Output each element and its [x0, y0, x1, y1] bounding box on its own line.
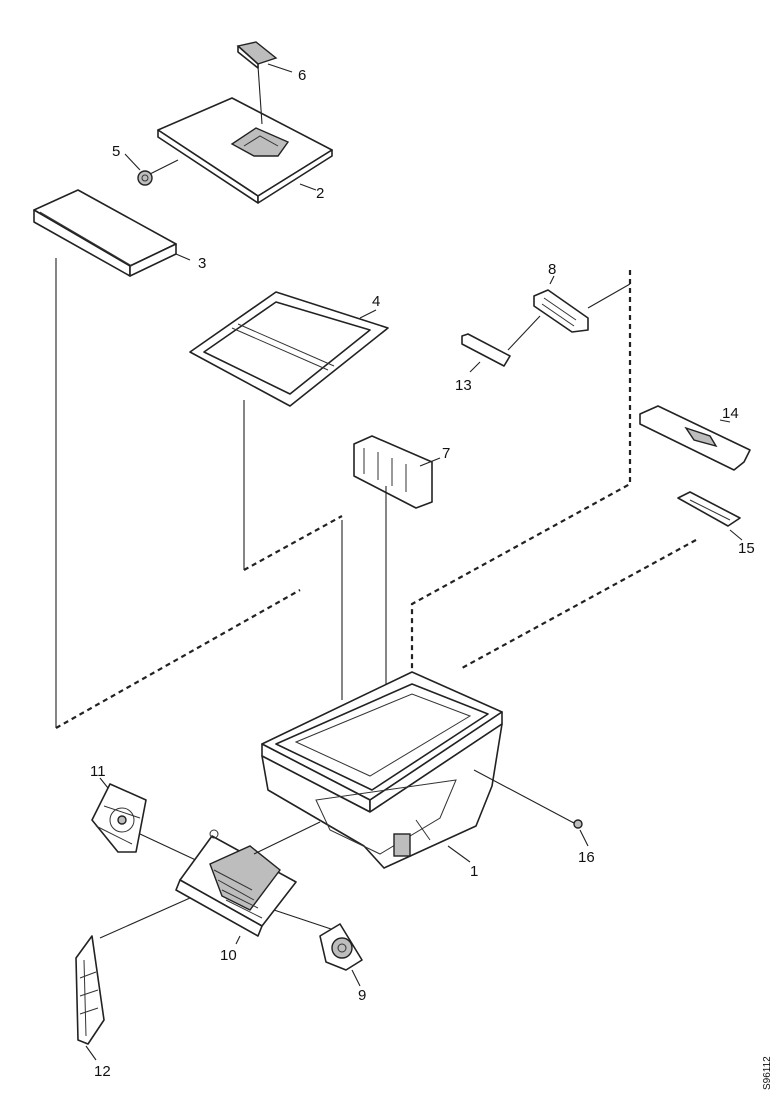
part-2-top-cover — [157, 65, 333, 204]
part-14-front-bezel — [639, 405, 751, 471]
part-6-cap — [236, 41, 293, 73]
callout-4: 4 — [372, 293, 380, 310]
callout-1: 1 — [470, 863, 478, 880]
callout-3: 3 — [198, 255, 206, 272]
callout-13: 13 — [455, 377, 472, 394]
part-3-lid-panel — [33, 189, 191, 277]
part-1-main-tub — [261, 520, 573, 869]
part-12-rail — [75, 897, 191, 1061]
part-16-screw — [571, 819, 589, 847]
callout-5: 5 — [112, 143, 120, 160]
callout-9: 9 — [358, 987, 366, 1004]
callout-15: 15 — [738, 540, 755, 557]
callout-12: 12 — [94, 1063, 111, 1080]
callout-7: 7 — [442, 445, 450, 462]
callout-16: 16 — [578, 849, 595, 866]
figure-id: S96112 — [762, 1056, 773, 1090]
part-8-connector-plate — [533, 275, 631, 333]
callout-6: 6 — [298, 67, 306, 84]
callout-14: 14 — [722, 405, 739, 422]
callout-8: 8 — [548, 261, 556, 278]
callout-11: 11 — [90, 763, 106, 780]
part-5-knob — [124, 153, 179, 186]
part-11-fan-assembly — [91, 777, 201, 863]
part-15-strip — [677, 491, 743, 541]
part-13-label-strip — [461, 315, 541, 373]
part-10-heat-sink — [175, 821, 335, 945]
part-9-fan — [319, 923, 363, 987]
callout-2: 2 — [316, 185, 324, 202]
callout-10: 10 — [220, 947, 237, 964]
part-4-gasket-frame — [189, 291, 389, 407]
part-7-bracket — [353, 435, 441, 509]
